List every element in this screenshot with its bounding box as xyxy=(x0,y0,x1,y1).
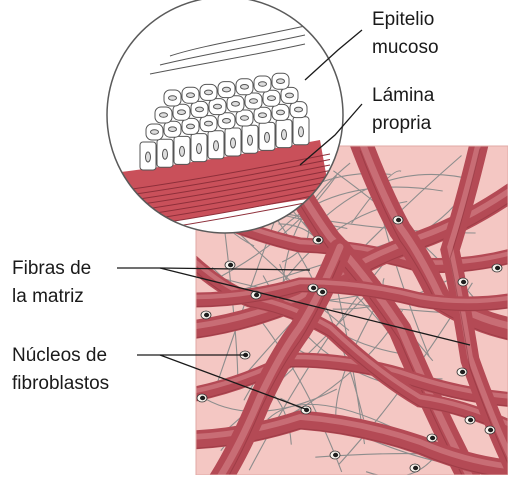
nucleus-core xyxy=(468,418,473,422)
nucleus-core xyxy=(200,396,205,400)
cell-nucleus xyxy=(214,141,219,151)
cell-nucleus xyxy=(268,96,276,101)
cell-nucleus xyxy=(178,110,186,115)
cell-nucleus xyxy=(187,93,195,98)
label-nucleos-line1: Núcleos de xyxy=(12,344,107,367)
cell-nucleus xyxy=(205,90,213,95)
cell-nucleus xyxy=(232,102,240,107)
cell-nucleus xyxy=(248,135,253,145)
cell-nucleus xyxy=(223,119,231,124)
nucleus-core xyxy=(413,466,418,470)
cell-nucleus xyxy=(286,93,294,98)
nucleus-core xyxy=(254,293,259,297)
cell-nucleus xyxy=(250,99,258,104)
cell-nucleus xyxy=(277,79,285,84)
cell-nucleus xyxy=(214,104,222,109)
cell-nucleus xyxy=(187,124,195,129)
cell-nucleus xyxy=(241,116,249,121)
cell-nucleus xyxy=(160,113,168,118)
nucleus-core xyxy=(333,453,338,457)
cell-nucleus xyxy=(282,130,287,140)
nucleus-core xyxy=(430,436,435,440)
cell-nucleus xyxy=(241,85,249,90)
nucleus-core xyxy=(320,290,325,294)
nucleus-core xyxy=(228,263,233,267)
cell-nucleus xyxy=(299,127,304,137)
cell-nucleus xyxy=(180,146,185,156)
cell-nucleus xyxy=(151,130,159,135)
nucleus-core xyxy=(460,370,465,374)
label-nucleos-line2: fibroblastos xyxy=(12,372,109,395)
cell-nucleus xyxy=(277,110,285,115)
cell-nucleus xyxy=(163,149,168,159)
nucleus-core xyxy=(495,266,500,270)
cell-nucleus xyxy=(231,138,236,148)
nucleus-core xyxy=(311,286,316,290)
cell-nucleus xyxy=(295,107,303,112)
label-epitelio-line1: Epitelio xyxy=(372,8,434,31)
cell-nucleus xyxy=(265,132,270,142)
cell-nucleus xyxy=(169,96,177,101)
nucleus-core xyxy=(488,428,493,432)
label-lamina-line2: propria xyxy=(372,112,431,135)
cell-nucleus xyxy=(205,121,213,126)
label-lamina-line1: Lámina xyxy=(372,84,434,107)
nucleus-core xyxy=(396,218,401,222)
cell-nucleus xyxy=(196,107,204,112)
label-epitelio-line2: mucoso xyxy=(372,36,439,59)
cell-nucleus xyxy=(259,113,267,118)
label-fibras-line2: la matriz xyxy=(12,285,84,308)
nucleus-core xyxy=(204,313,209,317)
cell-nucleus xyxy=(223,87,231,92)
cell-nucleus xyxy=(197,144,202,154)
nucleus-core xyxy=(461,280,466,284)
cell-nucleus xyxy=(169,127,177,132)
nucleus-core xyxy=(316,238,321,242)
label-fibras-line1: Fibras de xyxy=(12,257,91,280)
cell-nucleus xyxy=(146,152,151,162)
cell-nucleus xyxy=(259,82,267,87)
